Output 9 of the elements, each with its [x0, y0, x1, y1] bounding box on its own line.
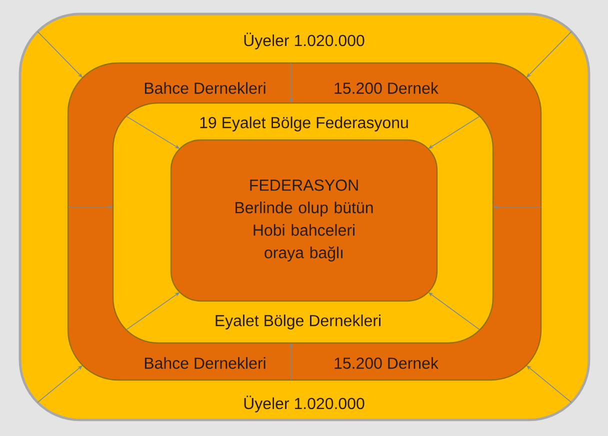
panel-label: Eyalet Bölge Dernekleri [216, 314, 380, 330]
center-box: FEDERASYON Berlinde olup bütün Hobi bahceleri oraya bağlı [170, 139, 438, 302]
panel-label: Üyeler 1.020.000 [244, 396, 364, 412]
panel-label: 15.200 Dernek [334, 357, 438, 369]
panel-label: Üyeler 1.020.000 [244, 32, 364, 50]
panel-label: 15.200 Dernek [334, 82, 438, 94]
panel-label: 19 Eyalet Bölge Federasyonu [200, 116, 408, 132]
panel-label: Bahce Dernekleri [144, 357, 266, 369]
panel-label: Bahce Dernekleri [144, 82, 266, 94]
